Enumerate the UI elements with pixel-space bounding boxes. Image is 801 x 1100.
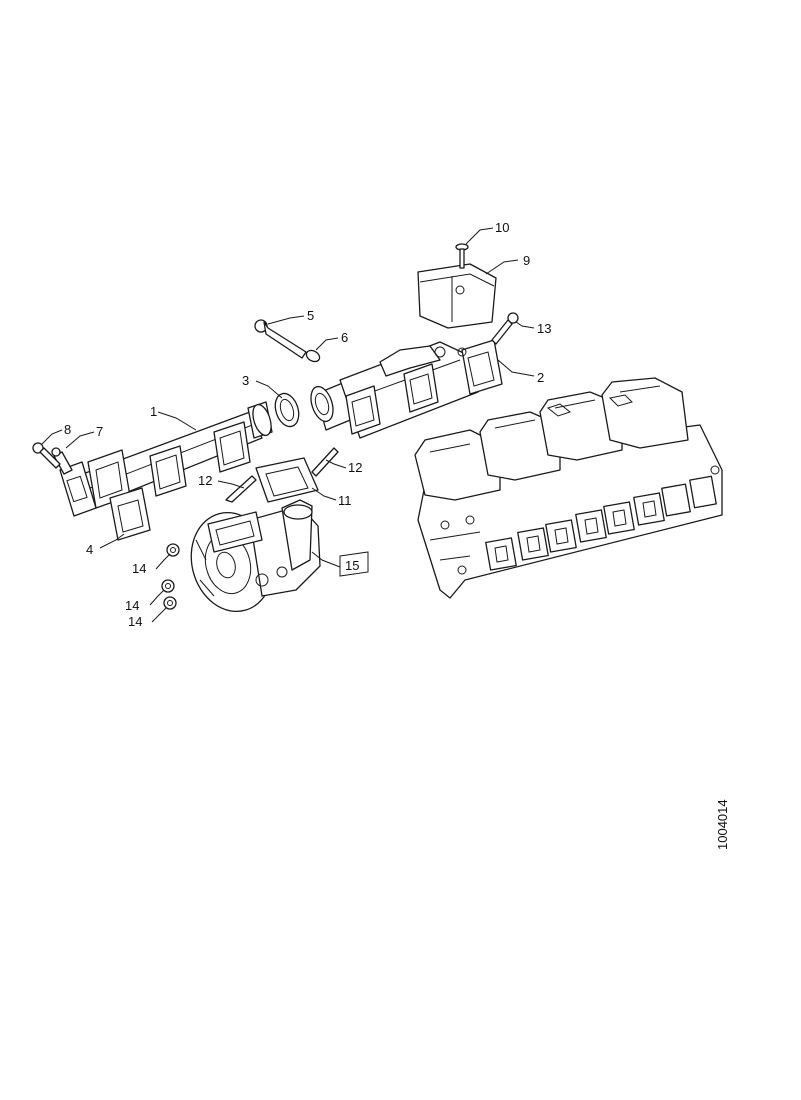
callout-5: 5 xyxy=(307,308,314,323)
nut-14-c xyxy=(163,596,177,610)
gasket-4 xyxy=(109,487,151,541)
bolt-10 xyxy=(455,243,469,269)
callout-14-a: 14 xyxy=(132,561,146,576)
callout-10: 10 xyxy=(495,220,509,235)
stud-12-b xyxy=(311,447,339,477)
exhaust-manifold xyxy=(59,401,273,517)
bolt-7 xyxy=(51,447,73,475)
nut-14-a xyxy=(166,543,180,557)
callout-11: 11 xyxy=(338,493,352,508)
callout-13: 13 xyxy=(537,321,551,336)
bolt-5 xyxy=(254,319,307,359)
callout-4: 4 xyxy=(86,542,93,557)
callout-12-a: 12 xyxy=(198,473,212,488)
leader-lines xyxy=(41,227,535,623)
stud-13 xyxy=(491,312,519,345)
bolt-8 xyxy=(32,442,61,469)
nut-14-b xyxy=(161,579,175,593)
exhaust-manifold-rear xyxy=(339,339,503,439)
cylinder-head-assembly xyxy=(414,377,723,599)
callout-7: 7 xyxy=(96,424,103,439)
callout-2: 2 xyxy=(537,370,544,385)
gasket-11 xyxy=(255,457,319,503)
heat-shield-bracket xyxy=(417,263,497,329)
turbocharger xyxy=(190,499,321,613)
callout-14-c: 14 xyxy=(128,614,142,629)
callout-14-b: 14 xyxy=(125,598,139,613)
stud-12-a xyxy=(225,475,257,503)
callout-1: 1 xyxy=(150,404,157,419)
callout-8: 8 xyxy=(64,422,71,437)
callout-labels: 1 2 3 4 5 6 7 8 9 10 11 12 12 13 14 14 1… xyxy=(64,220,551,629)
callout-3: 3 xyxy=(242,373,249,388)
seal-ring-3 xyxy=(274,392,300,428)
callout-6: 6 xyxy=(341,330,348,345)
callout-15: 15 xyxy=(345,558,359,573)
washer-6 xyxy=(305,349,321,363)
callout-9: 9 xyxy=(523,253,530,268)
callout-12-b: 12 xyxy=(348,460,362,475)
figure-id: 1004014 xyxy=(715,799,730,850)
